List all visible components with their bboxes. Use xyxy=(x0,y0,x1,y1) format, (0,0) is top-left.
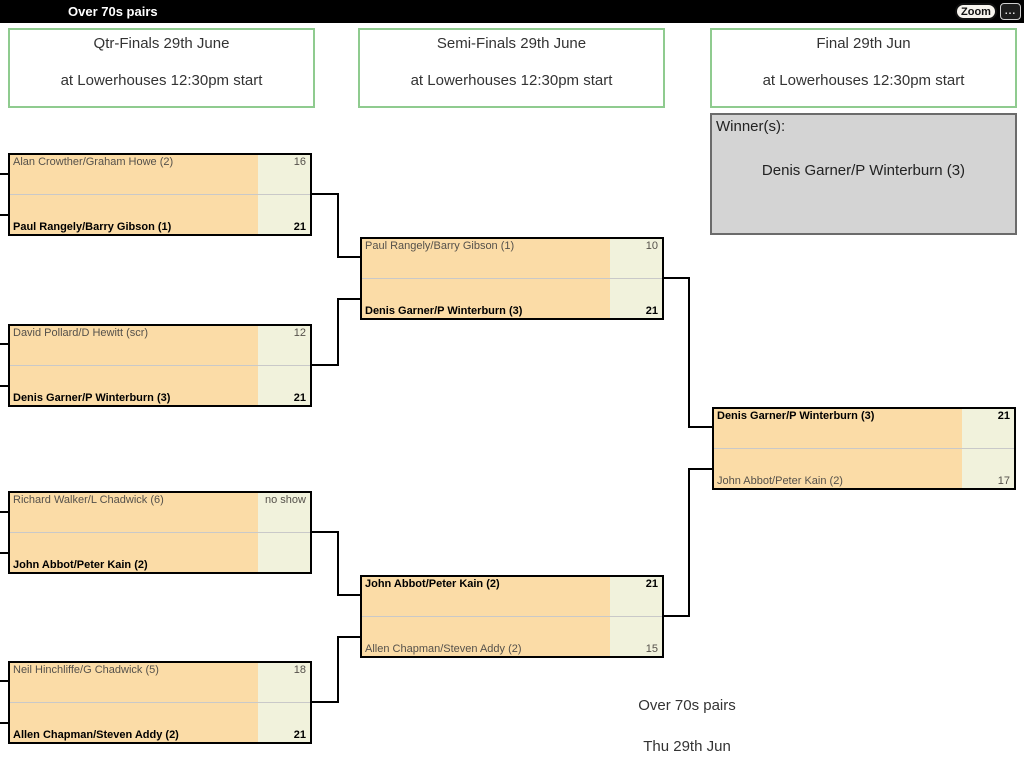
connector-line xyxy=(312,364,339,366)
team-score: 17 xyxy=(962,449,1014,488)
connector-line xyxy=(312,701,339,703)
connector-line xyxy=(312,193,339,195)
round-header-semi-finals: Semi-Finals 29th June at Lowerhouses 12:… xyxy=(358,28,665,108)
round-header-quarter-finals: Qtr-Finals 29th June at Lowerhouses 12:3… xyxy=(8,28,315,108)
round-name: Semi-Finals 29th June xyxy=(436,35,587,52)
connector-line xyxy=(0,680,8,682)
team-name: Alan Crowther/Graham Howe (2) xyxy=(10,155,258,194)
round-venue: at Lowerhouses 12:30pm start xyxy=(410,72,613,89)
winner-box: Winner(s): Denis Garner/P Winterburn (3) xyxy=(710,113,1017,235)
team-score xyxy=(258,533,310,572)
team-score: 10 xyxy=(610,239,662,278)
round-header-final: Final 29th Jun at Lowerhouses 12:30pm st… xyxy=(710,28,1017,108)
footer-date: Thu 29th Jun xyxy=(643,738,731,755)
winner-label: Winner(s): xyxy=(716,118,786,135)
team-score: no show xyxy=(258,493,310,532)
title-bar: Over 70s pairs Zoom ... xyxy=(0,0,1024,23)
team-name: Denis Garner/P Winterburn (3) xyxy=(362,279,610,318)
team-score: 21 xyxy=(258,366,310,405)
team-score: 21 xyxy=(610,577,662,616)
team-name: Denis Garner/P Winterburn (3) xyxy=(10,366,258,405)
connector-line xyxy=(337,594,360,596)
team-name: Paul Rangely/Barry Gibson (1) xyxy=(10,195,258,234)
team-name: Richard Walker/L Chadwick (6) xyxy=(10,493,258,532)
connector-line xyxy=(337,531,339,596)
connector-line xyxy=(663,277,690,279)
team-score: 21 xyxy=(610,279,662,318)
team-name: Neil Hinchliffe/G Chadwick (5) xyxy=(10,663,258,702)
team-score: 12 xyxy=(258,326,310,365)
page-title: Over 70s pairs xyxy=(68,4,158,19)
round-venue: at Lowerhouses 12:30pm start xyxy=(60,72,263,89)
connector-line xyxy=(0,343,8,345)
footer-competition-name: Over 70s pairs xyxy=(638,697,736,714)
match-quarter-final-1: Alan Crowther/Graham Howe (2) 16 Paul Ra… xyxy=(8,153,312,236)
connector-line xyxy=(337,636,360,638)
connector-line xyxy=(688,426,712,428)
team-name: Allen Chapman/Steven Addy (2) xyxy=(10,703,258,742)
match-semi-final-1: Paul Rangely/Barry Gibson (1) 10 Denis G… xyxy=(360,237,664,320)
more-options-button[interactable]: ... xyxy=(1000,3,1021,20)
team-name: David Pollard/D Hewitt (scr) xyxy=(10,326,258,365)
team-name: John Abbot/Peter Kain (2) xyxy=(714,449,962,488)
team-score: 21 xyxy=(962,409,1014,448)
team-score: 21 xyxy=(258,703,310,742)
connector-line xyxy=(337,298,360,300)
match-quarter-final-4: Neil Hinchliffe/G Chadwick (5) 18 Allen … xyxy=(8,661,312,744)
team-name: John Abbot/Peter Kain (2) xyxy=(362,577,610,616)
match-quarter-final-2: David Pollard/D Hewitt (scr) 12 Denis Ga… xyxy=(8,324,312,407)
winner-name: Denis Garner/P Winterburn (3) xyxy=(761,162,966,179)
team-name: Denis Garner/P Winterburn (3) xyxy=(714,409,962,448)
connector-line xyxy=(337,636,339,703)
match-semi-final-2: John Abbot/Peter Kain (2) 21 Allen Chapm… xyxy=(360,575,664,658)
connector-line xyxy=(0,214,8,216)
connector-line xyxy=(0,385,8,387)
zoom-button[interactable]: Zoom xyxy=(955,3,997,20)
connector-line xyxy=(688,468,712,470)
connector-line xyxy=(312,531,339,533)
round-name: Qtr-Finals 29th June xyxy=(93,35,230,52)
footer: Over 70s pairs Thu 29th Jun xyxy=(537,697,837,755)
team-name: Allen Chapman/Steven Addy (2) xyxy=(362,617,610,656)
team-score: 18 xyxy=(258,663,310,702)
match-final: Denis Garner/P Winterburn (3) 21 John Ab… xyxy=(712,407,1016,490)
connector-line xyxy=(337,298,339,366)
team-score: 15 xyxy=(610,617,662,656)
team-score: 21 xyxy=(258,195,310,234)
team-name: John Abbot/Peter Kain (2) xyxy=(10,533,258,572)
connector-line xyxy=(0,173,8,175)
round-venue: at Lowerhouses 12:30pm start xyxy=(762,72,965,89)
connector-line xyxy=(688,468,690,617)
connector-line xyxy=(337,193,339,258)
connector-line xyxy=(337,256,360,258)
connector-line xyxy=(663,615,690,617)
connector-line xyxy=(0,552,8,554)
connector-line xyxy=(0,511,8,513)
connector-line xyxy=(0,722,8,724)
team-score: 16 xyxy=(258,155,310,194)
team-name: Paul Rangely/Barry Gibson (1) xyxy=(362,239,610,278)
round-name: Final 29th Jun xyxy=(816,35,911,52)
connector-line xyxy=(688,277,690,428)
match-quarter-final-3: Richard Walker/L Chadwick (6) no show Jo… xyxy=(8,491,312,574)
